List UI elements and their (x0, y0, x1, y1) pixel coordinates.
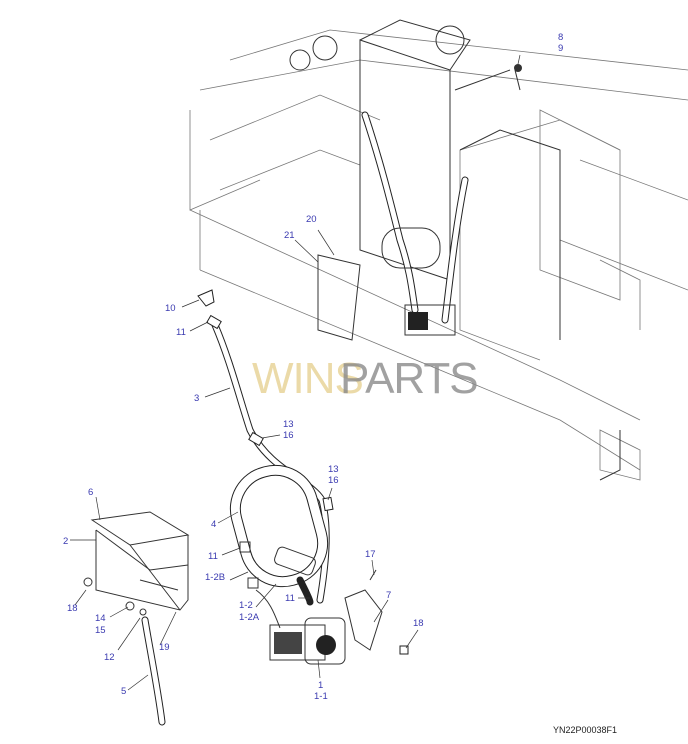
callout-11: 11 (176, 327, 186, 338)
callout-9: 9 (558, 43, 563, 54)
watermark-parts: PARTS (340, 354, 478, 403)
callout-20: 20 (306, 214, 317, 225)
callout-1-2b: 1-2B (205, 572, 225, 583)
callout-3: 3 (194, 393, 199, 404)
callout-1-2a: 1-2A (239, 612, 260, 623)
callout-10: 10 (165, 303, 176, 314)
hose-3 (197, 289, 334, 604)
callout-19: 19 (159, 642, 170, 653)
callout-1-1: 1-1 (314, 691, 328, 702)
callout-13: 13 (283, 419, 294, 430)
callout-6: 6 (88, 487, 93, 498)
callout-11: 11 (285, 593, 295, 604)
callout-1-2: 1-2 (239, 600, 253, 611)
drain-hose-5 (125, 601, 166, 726)
callout-17: 17 (365, 549, 376, 560)
callout-13: 13 (328, 464, 339, 475)
callout-16: 16 (283, 430, 294, 441)
callout-7: 7 (386, 590, 391, 601)
installed-filter-assembly (317, 64, 522, 341)
callout-12: 12 (104, 652, 115, 663)
watermark-wins: WINS (252, 354, 363, 403)
drain-tray (83, 511, 190, 611)
callout-14: 14 (95, 613, 106, 624)
callout-4: 4 (211, 519, 216, 530)
callout-18: 18 (67, 603, 78, 614)
callout-16: 16 (328, 475, 339, 486)
drawing-code: YN22P00038F1 (553, 725, 617, 735)
leader-lines (70, 54, 521, 691)
callout-21: 21 (284, 230, 295, 241)
water-separator-filter (239, 541, 409, 665)
callout-labels: 8 9 20 21 10 11 3 13 16 13 16 6 2 4 11 1… (63, 32, 563, 702)
callout-18: 18 (413, 618, 424, 629)
callout-2: 2 (63, 536, 68, 547)
machine-frame (189, 19, 688, 481)
callout-1: 1 (318, 680, 323, 691)
callout-15: 15 (95, 625, 106, 636)
hose-4 (229, 464, 329, 606)
callout-11: 11 (208, 551, 218, 562)
callout-5: 5 (121, 686, 126, 697)
callout-8: 8 (558, 32, 563, 43)
